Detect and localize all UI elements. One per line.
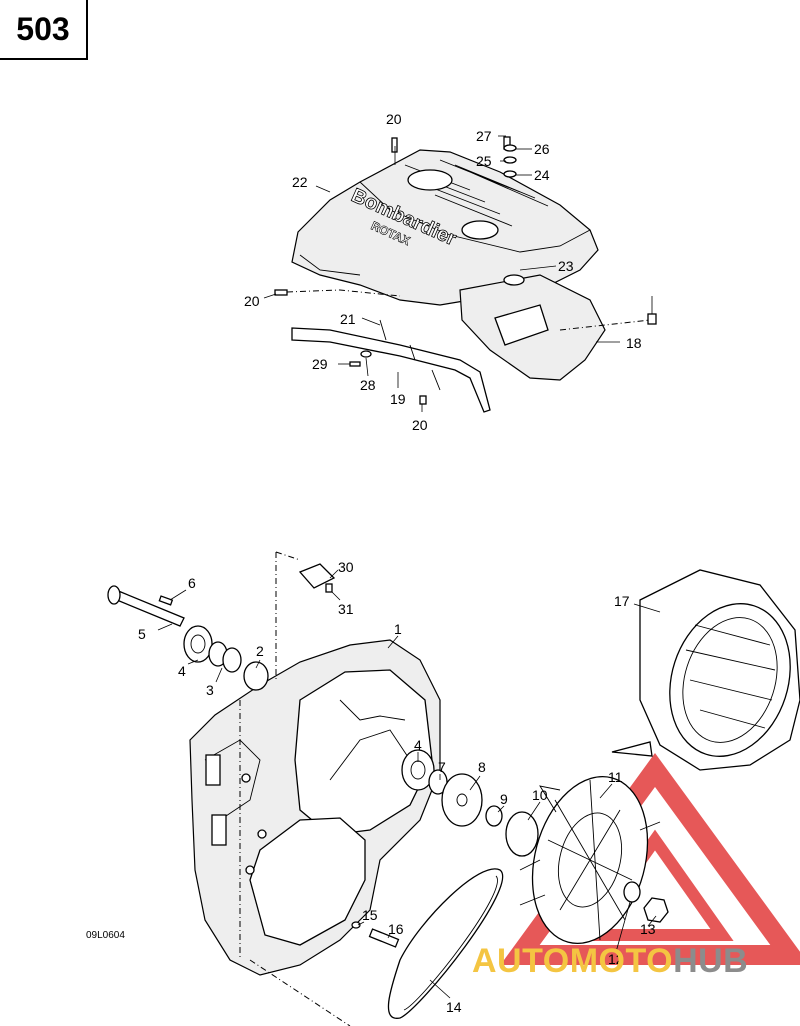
callout-20-top: 20 <box>386 111 402 127</box>
callout-7: 7 <box>438 759 446 775</box>
diagram-reference-code: 09L0604 <box>86 930 125 941</box>
watermark-part2: HUB <box>673 942 749 980</box>
callout-20-left: 20 <box>244 293 260 309</box>
callout-6: 6 <box>188 575 196 591</box>
callout-13: 13 <box>640 921 656 937</box>
drive-belt-14 <box>387 868 504 1019</box>
engine-cover-22 <box>291 149 599 306</box>
callout-31: 31 <box>338 601 354 617</box>
callout-18: 18 <box>626 335 642 351</box>
callout-30: 30 <box>338 559 354 575</box>
page-number-box: 503 <box>0 0 88 60</box>
callout-27: 27 <box>476 128 492 144</box>
callout-17: 17 <box>614 593 630 609</box>
callout-9: 9 <box>500 791 508 807</box>
upper-hardware <box>274 136 657 405</box>
fan-cover-17 <box>611 569 800 771</box>
callout-12: 12 <box>608 951 624 967</box>
callout-21: 21 <box>340 311 356 327</box>
lower-leader-lines <box>157 569 661 999</box>
callout-14: 14 <box>446 999 462 1015</box>
callout-22: 22 <box>292 174 308 190</box>
callout-29: 29 <box>312 356 328 372</box>
upper-leader-lines <box>263 135 653 412</box>
callout-16: 16 <box>388 921 404 937</box>
callout-5: 5 <box>138 626 146 642</box>
callout-20-bottom: 20 <box>412 417 428 433</box>
callout-25: 25 <box>476 153 492 169</box>
callout-3: 3 <box>206 682 214 698</box>
callout-28: 28 <box>360 377 376 393</box>
bracket-19 <box>291 319 491 413</box>
callout-15: 15 <box>362 907 378 923</box>
fan-housing-1 <box>189 639 441 976</box>
lower-small-parts <box>107 563 669 948</box>
fan-impeller-11 <box>519 776 661 944</box>
page-number: 503 <box>16 10 70 47</box>
callout-26: 26 <box>534 141 550 157</box>
callout-11: 11 <box>608 769 623 785</box>
callout-10: 10 <box>532 787 548 803</box>
callout-labels: 20 27 26 25 24 22 23 20 21 18 29 28 19 2… <box>138 111 656 1015</box>
callout-4-left: 4 <box>178 663 186 679</box>
callout-8: 8 <box>478 759 486 775</box>
callout-1: 1 <box>394 621 402 637</box>
callout-2: 2 <box>256 643 264 659</box>
watermark-text: AUTOMOTOHUB <box>472 942 748 981</box>
intake-housing-18 <box>459 274 606 381</box>
callout-23: 23 <box>558 258 574 274</box>
callout-19: 19 <box>390 391 406 407</box>
callout-4-center: 4 <box>414 737 422 753</box>
watermark-part1: AUTOMOTO <box>472 942 674 980</box>
lower-centerlines <box>239 551 351 1026</box>
callout-24: 24 <box>534 167 550 183</box>
